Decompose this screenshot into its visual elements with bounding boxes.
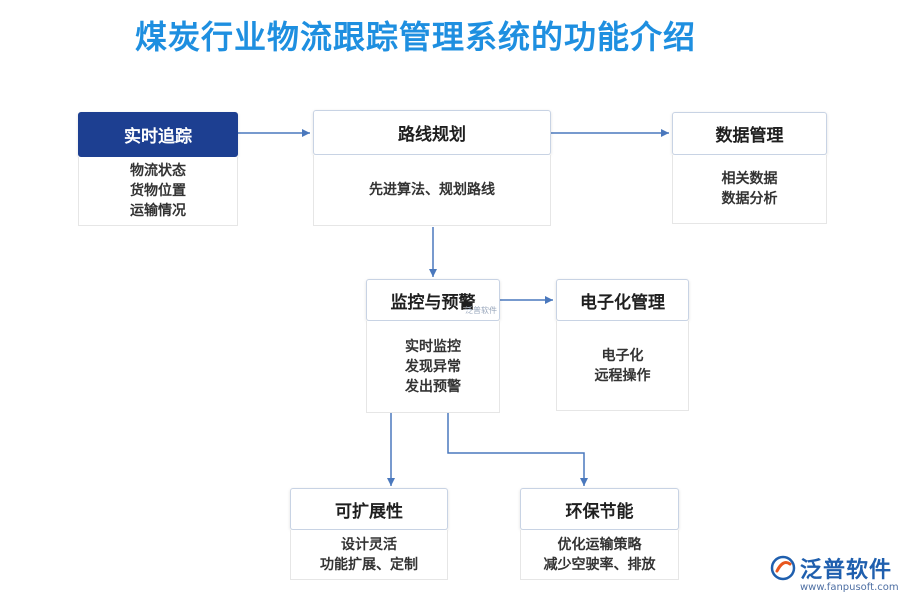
node-line: 物流状态 (130, 163, 186, 179)
node-heading: 电子化管理 (556, 279, 689, 321)
page-title: 煤炭行业物流跟踪管理系统的功能介绍 (135, 18, 697, 56)
node-data-management: 数据管理 相关数据 数据分析 (672, 112, 827, 224)
node-route-planning: 路线规划 先进算法、规划路线 (313, 110, 551, 226)
brand-name: 泛普软件 (800, 558, 893, 583)
node-body: 优化运输策略 减少空驶率、排放 (520, 530, 679, 580)
node-body: 实时监控 发现异常 发出预警 (366, 321, 500, 413)
node-line: 发出预警 (405, 378, 461, 395)
node-realtime-tracking: 实时追踪 物流状态 货物位置 运输情况 (78, 112, 238, 226)
node-scalability: 可扩展性 设计灵活 功能扩展、定制 (290, 488, 448, 580)
brand-mark-icon (770, 555, 796, 581)
node-line: 发现异常 (405, 358, 461, 375)
node-line: 设计灵活 (341, 536, 397, 553)
node-body: 设计灵活 功能扩展、定制 (290, 530, 448, 580)
node-line: 货物位置 (130, 183, 186, 199)
node-heading: 环保节能 (520, 488, 679, 530)
node-line: 先进算法、规划路线 (369, 182, 495, 198)
node-line: 运输情况 (130, 203, 186, 219)
brand-logo: 泛普软件 (770, 552, 892, 584)
node-eco-energy: 环保节能 优化运输策略 减少空驶率、排放 (520, 488, 679, 580)
node-heading: 数据管理 (672, 112, 827, 155)
node-electronic-management: 电子化管理 电子化 远程操作 (556, 279, 689, 411)
node-line: 电子化 (601, 347, 644, 364)
arrow-monitor-to-eco (447, 413, 588, 486)
node-line: 相关数据 (721, 171, 778, 187)
node-monitoring-alert: 监控与预警 实时监控 发现异常 发出预警 (366, 279, 500, 413)
node-line: 数据分析 (721, 191, 778, 207)
node-line: 优化运输策略 (557, 536, 642, 553)
node-body: 电子化 远程操作 (556, 321, 689, 411)
node-line: 实时监控 (405, 338, 461, 355)
node-line: 功能扩展、定制 (320, 556, 418, 573)
node-heading: 实时追踪 (78, 112, 238, 157)
node-heading: 路线规划 (313, 110, 551, 155)
node-line: 远程操作 (594, 367, 651, 384)
node-body: 相关数据 数据分析 (672, 155, 827, 224)
brand-url: www.fanpusoft.com (800, 582, 899, 593)
node-heading: 可扩展性 (290, 488, 448, 530)
node-body: 先进算法、规划路线 (313, 155, 551, 226)
watermark-text: 泛普软件 (465, 306, 497, 315)
node-line: 减少空驶率、排放 (543, 556, 656, 573)
node-heading: 监控与预警 (366, 279, 500, 321)
node-body: 物流状态 货物位置 运输情况 (78, 157, 238, 226)
